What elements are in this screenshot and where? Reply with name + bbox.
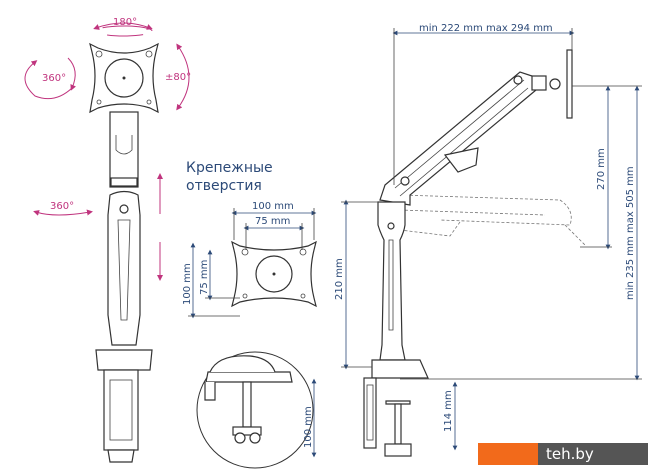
side-view-arm: [363, 49, 586, 457]
rotation-arrows: [24, 22, 190, 281]
rotation-base-label: 360°: [50, 201, 74, 212]
vesa-height-75: 75 mm: [199, 260, 210, 295]
vesa-height-100: 100 mm: [182, 263, 193, 305]
vesa-width-75: 75 mm: [255, 216, 290, 227]
clamp-dimension: 114 mm: [443, 390, 454, 432]
drop-dimension: 270 mm: [596, 148, 607, 190]
post-dimension: 210 mm: [334, 258, 345, 300]
clamp-detail-dimension: 100 mm: [303, 406, 314, 448]
logo-text: teh.by: [538, 443, 648, 465]
teh-by-logo: teh.by: [478, 443, 648, 465]
side-dimensions: [341, 28, 642, 451]
rotation-top-label: 180°: [113, 17, 137, 28]
vesa-plate: [188, 208, 317, 319]
rotation-tilt-label: ±80°: [165, 72, 191, 83]
title-line-1: Крепежные: [186, 160, 273, 176]
vesa-width-100: 100 mm: [252, 201, 294, 212]
title-line-2: отверстия: [186, 178, 262, 194]
clamp-detail: [196, 351, 317, 469]
height-dimension: min 235 mm max 505 mm: [625, 166, 636, 300]
rotation-left-label: 360°: [42, 73, 66, 84]
front-view-arm: [89, 42, 159, 463]
reach-dimension: min 222 mm max 294 mm: [419, 23, 553, 34]
